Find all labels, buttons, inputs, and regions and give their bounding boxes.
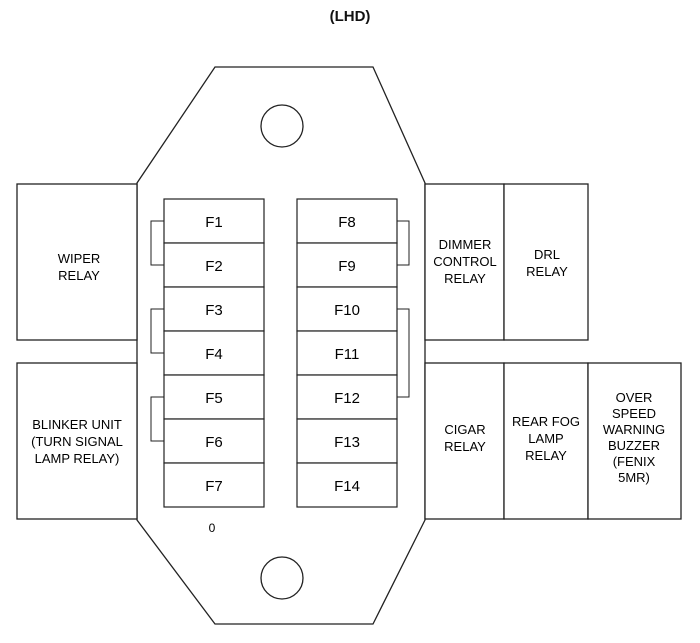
label-line: RELAY xyxy=(526,264,568,279)
fuse-f5-label: F5 xyxy=(205,390,223,407)
blinker-unit-label: BLINKER UNIT (TURN SIGNAL LAMP RELAY) xyxy=(31,417,123,466)
label-line: (TURN SIGNAL xyxy=(31,434,123,449)
dimmer-relay-label: DIMMER CONTROL RELAY xyxy=(433,237,497,286)
fuse-f11-cell xyxy=(296,330,398,376)
label-line: (FENIX xyxy=(613,454,656,469)
fuse-f2-cell xyxy=(163,242,265,288)
rear-fog-relay-box xyxy=(503,362,589,520)
cigar-relay-box xyxy=(424,362,505,520)
fuse-f12-label: F12 xyxy=(334,390,360,407)
label-line: REAR FOG xyxy=(512,414,580,429)
label-line: BLINKER UNIT xyxy=(32,417,122,432)
fuse-f4-cell xyxy=(163,330,265,376)
rear-fog-relay-label: REAR FOG LAMP RELAY xyxy=(512,414,580,463)
fuse-f5-cell xyxy=(163,374,265,420)
label-line: SPEED xyxy=(612,406,656,421)
fuse-f1-cell xyxy=(163,198,265,244)
label-line: RELAY xyxy=(444,271,486,286)
label-line: CIGAR xyxy=(444,422,485,437)
label-line: DRL xyxy=(534,247,560,262)
mounting-hole-bottom xyxy=(260,556,304,600)
drl-relay-label: DRL RELAY xyxy=(526,247,568,279)
label-line: RELAY xyxy=(444,439,486,454)
fuse-f7-label: F7 xyxy=(205,478,223,495)
label-line: RELAY xyxy=(525,448,567,463)
fuse-f7-cell xyxy=(163,462,265,508)
fuse-f3-cell xyxy=(163,286,265,332)
label-line: 5MR) xyxy=(618,470,650,485)
cigar-relay-label: CIGAR RELAY xyxy=(444,422,486,454)
bracket-f3-f4 xyxy=(150,308,164,354)
fuse-f13-cell xyxy=(296,418,398,464)
fuse-f6-label: F6 xyxy=(205,434,223,451)
label-line: RELAY xyxy=(58,268,100,283)
fuse-f9-cell xyxy=(296,242,398,288)
wiper-relay-box xyxy=(16,183,138,341)
fuse-f8-label: F8 xyxy=(338,214,356,231)
fuse-f14-cell xyxy=(296,462,398,508)
bracket-f1-f2 xyxy=(150,220,164,266)
fuse-f13-label: F13 xyxy=(334,434,360,451)
fuse-f10-cell xyxy=(296,286,398,332)
fuse-f3-label: F3 xyxy=(205,302,223,319)
mounting-hole-top xyxy=(260,104,304,148)
label-line: LAMP xyxy=(528,431,563,446)
fuse-f2-label: F2 xyxy=(205,258,223,275)
fuse-f14-label: F14 xyxy=(334,478,360,495)
bracket-f5-f6 xyxy=(150,396,164,442)
bottom-mark: 0 xyxy=(209,521,216,535)
label-line: DIMMER xyxy=(439,237,492,252)
bracket-f10-f12 xyxy=(397,308,410,398)
fuse-f8-cell xyxy=(296,198,398,244)
blinker-unit-box xyxy=(16,362,138,520)
fuse-f9-label: F9 xyxy=(338,258,356,275)
wiper-relay-label: WIPER RELAY xyxy=(58,251,101,283)
fuse-f12-cell xyxy=(296,374,398,420)
fuse-f4-label: F4 xyxy=(205,346,223,363)
diagram-title: (LHD) xyxy=(329,8,371,25)
label-line: LAMP RELAY) xyxy=(35,451,120,466)
fuse-f6-cell xyxy=(163,418,265,464)
dimmer-relay-box xyxy=(424,183,505,341)
over-speed-buzzer-box xyxy=(587,362,682,520)
label-line: WIPER xyxy=(58,251,101,266)
label-line: OVER xyxy=(616,390,653,405)
drl-relay-box xyxy=(503,183,589,341)
label-line: WARNING xyxy=(603,422,665,437)
fuse-f10-label: F10 xyxy=(334,302,360,319)
bracket-f8-f9 xyxy=(397,220,410,266)
fuse-f11-label: F11 xyxy=(335,346,360,363)
label-line: BUZZER xyxy=(608,438,660,453)
label-line: CONTROL xyxy=(433,254,497,269)
fuse-f1-label: F1 xyxy=(205,214,223,231)
